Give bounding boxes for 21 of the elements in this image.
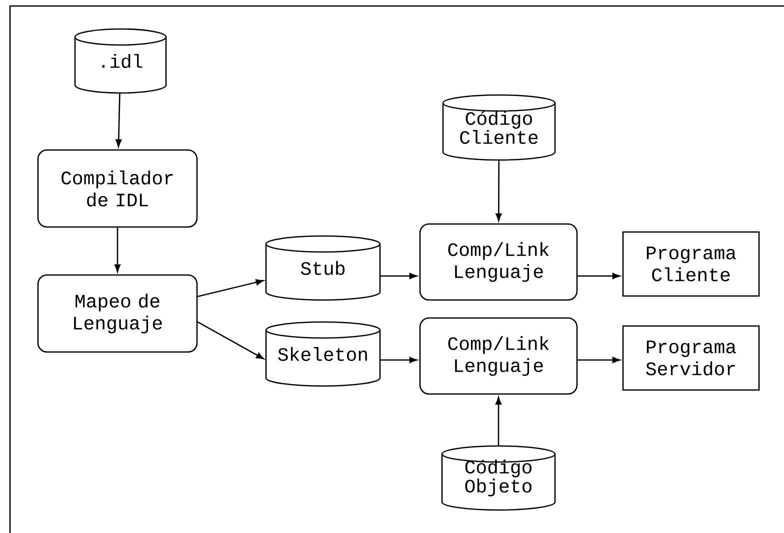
arrow: [197, 321, 264, 360]
output-box: Programa Servidor: [622, 325, 760, 391]
arrow: [496, 160, 502, 222]
arrow: [495, 396, 502, 446]
database-cylinder: Stub: [265, 235, 381, 301]
output-box: Programa Cliente: [622, 231, 760, 297]
process-box: Compilador de IDL: [37, 149, 198, 228]
database-cylinder: Código Cliente: [442, 94, 556, 161]
process-box: Mapeo de Lenguaje: [37, 274, 198, 353]
arrow: [198, 279, 264, 298]
arrow: [380, 272, 418, 280]
arrow: [578, 272, 620, 280]
arrow: [116, 93, 122, 148]
arrow: [578, 356, 620, 364]
database-cylinder: .idl: [74, 28, 167, 94]
process-box: Comp/Link Lenguaje: [419, 223, 578, 301]
process-box: Comp/Link Lenguaje: [419, 317, 578, 395]
database-cylinder: Código Objeto: [441, 445, 556, 511]
database-cylinder: Skeleton: [265, 321, 381, 387]
arrow: [114, 228, 121, 272]
arrow: [380, 356, 418, 364]
